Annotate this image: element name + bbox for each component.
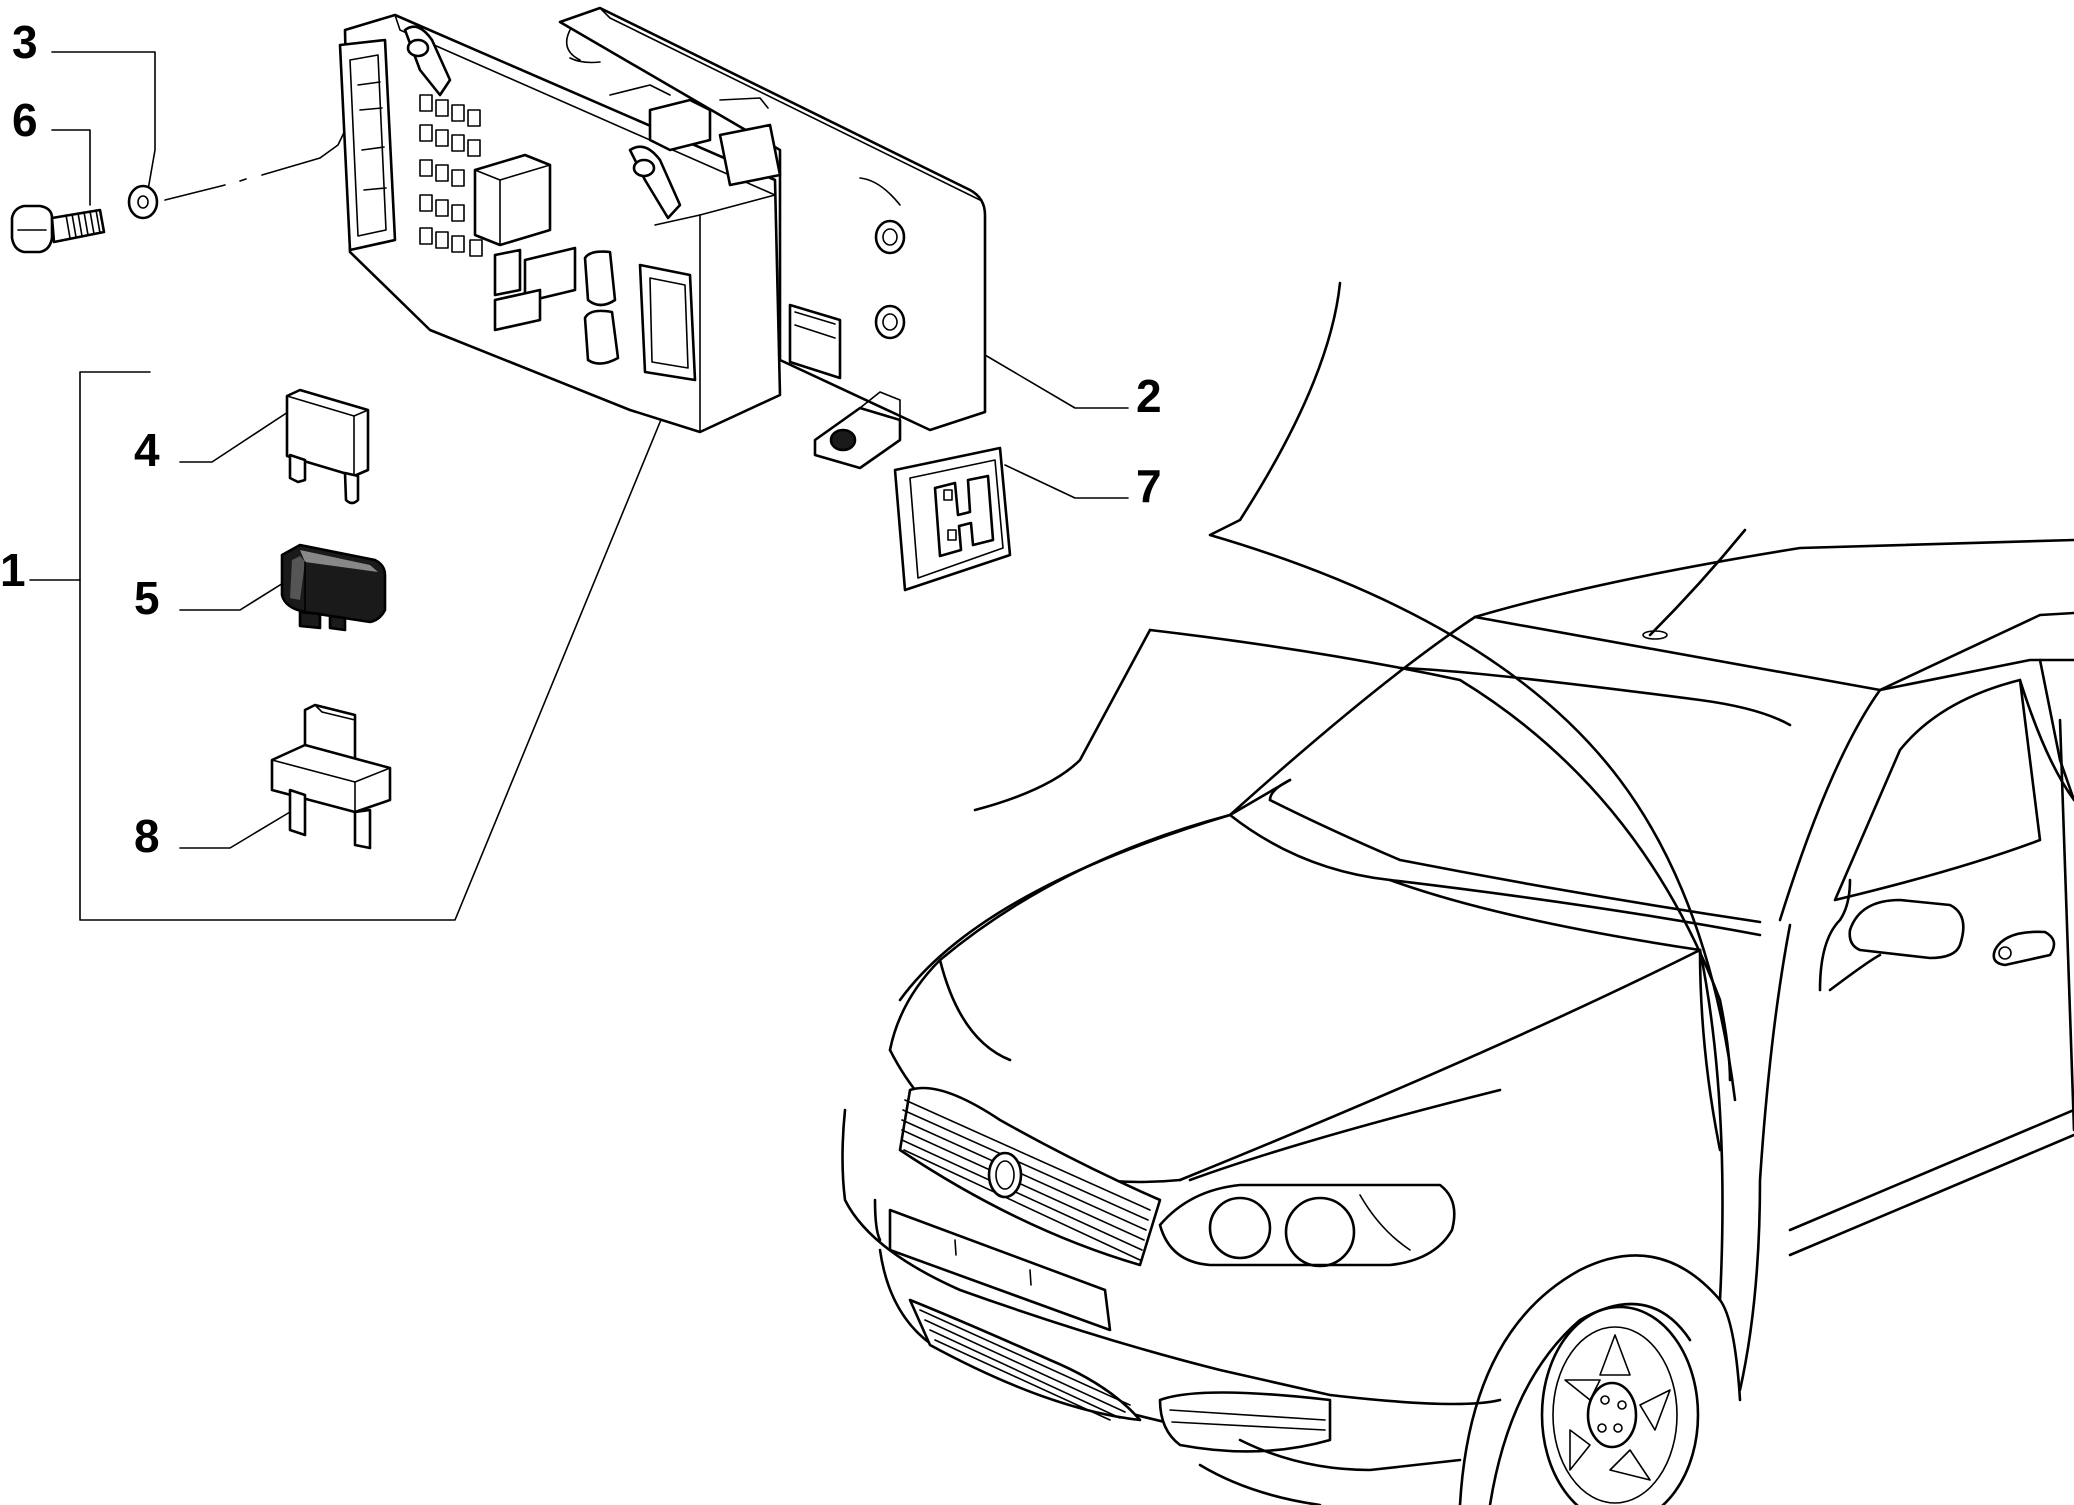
callout-8: 8 <box>134 810 160 862</box>
callout-5: 5 <box>134 572 160 624</box>
lower-grille-slats <box>919 1309 1131 1421</box>
blade-fuse <box>285 388 370 505</box>
fuse-grid <box>419 94 483 257</box>
mounting-bracket <box>893 446 1012 592</box>
washer <box>127 184 159 220</box>
relay <box>280 543 387 632</box>
car-illustration <box>841 281 2074 1505</box>
leader-lines <box>29 51 1129 921</box>
callout-2: 2 <box>1136 370 1162 422</box>
callout-3: 3 <box>12 16 38 68</box>
callout-4: 4 <box>134 424 160 476</box>
callout-6: 6 <box>12 94 38 146</box>
grille-slats <box>901 1099 1151 1261</box>
callout-7: 7 <box>1136 460 1162 512</box>
bolt <box>10 204 106 254</box>
maxi-fuse <box>270 703 392 850</box>
fuse-box-body <box>338 6 987 470</box>
wheel-spokes <box>1564 1334 1671 1481</box>
callout-1: 1 <box>0 544 26 596</box>
